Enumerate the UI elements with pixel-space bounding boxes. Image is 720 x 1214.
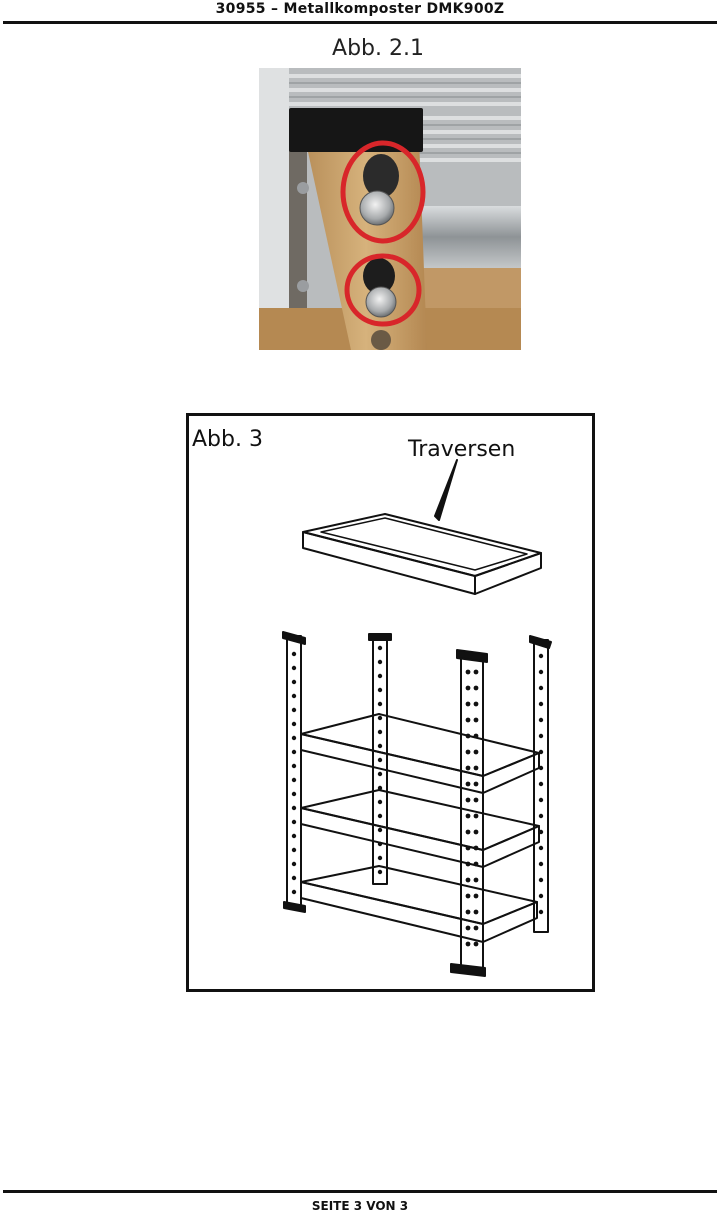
upright-holes-front-left — [291, 651, 297, 895]
figure-3-frame — [186, 413, 595, 992]
figure-2-1-label: Abb. 2.1 — [332, 36, 424, 61]
traversen-callout-label: Traversen — [408, 437, 516, 462]
shelf-assembly-drawing — [282, 459, 552, 977]
photo-upright-with-bolts — [259, 68, 521, 350]
figure-3-label: Abb. 3 — [192, 427, 263, 452]
header-divider — [3, 21, 717, 24]
footer-divider — [3, 1190, 717, 1193]
document-title: 30955 – Metallkomposter DMK900Z — [215, 1, 505, 17]
page-number: SEITE 3 VON 3 — [311, 1199, 409, 1213]
